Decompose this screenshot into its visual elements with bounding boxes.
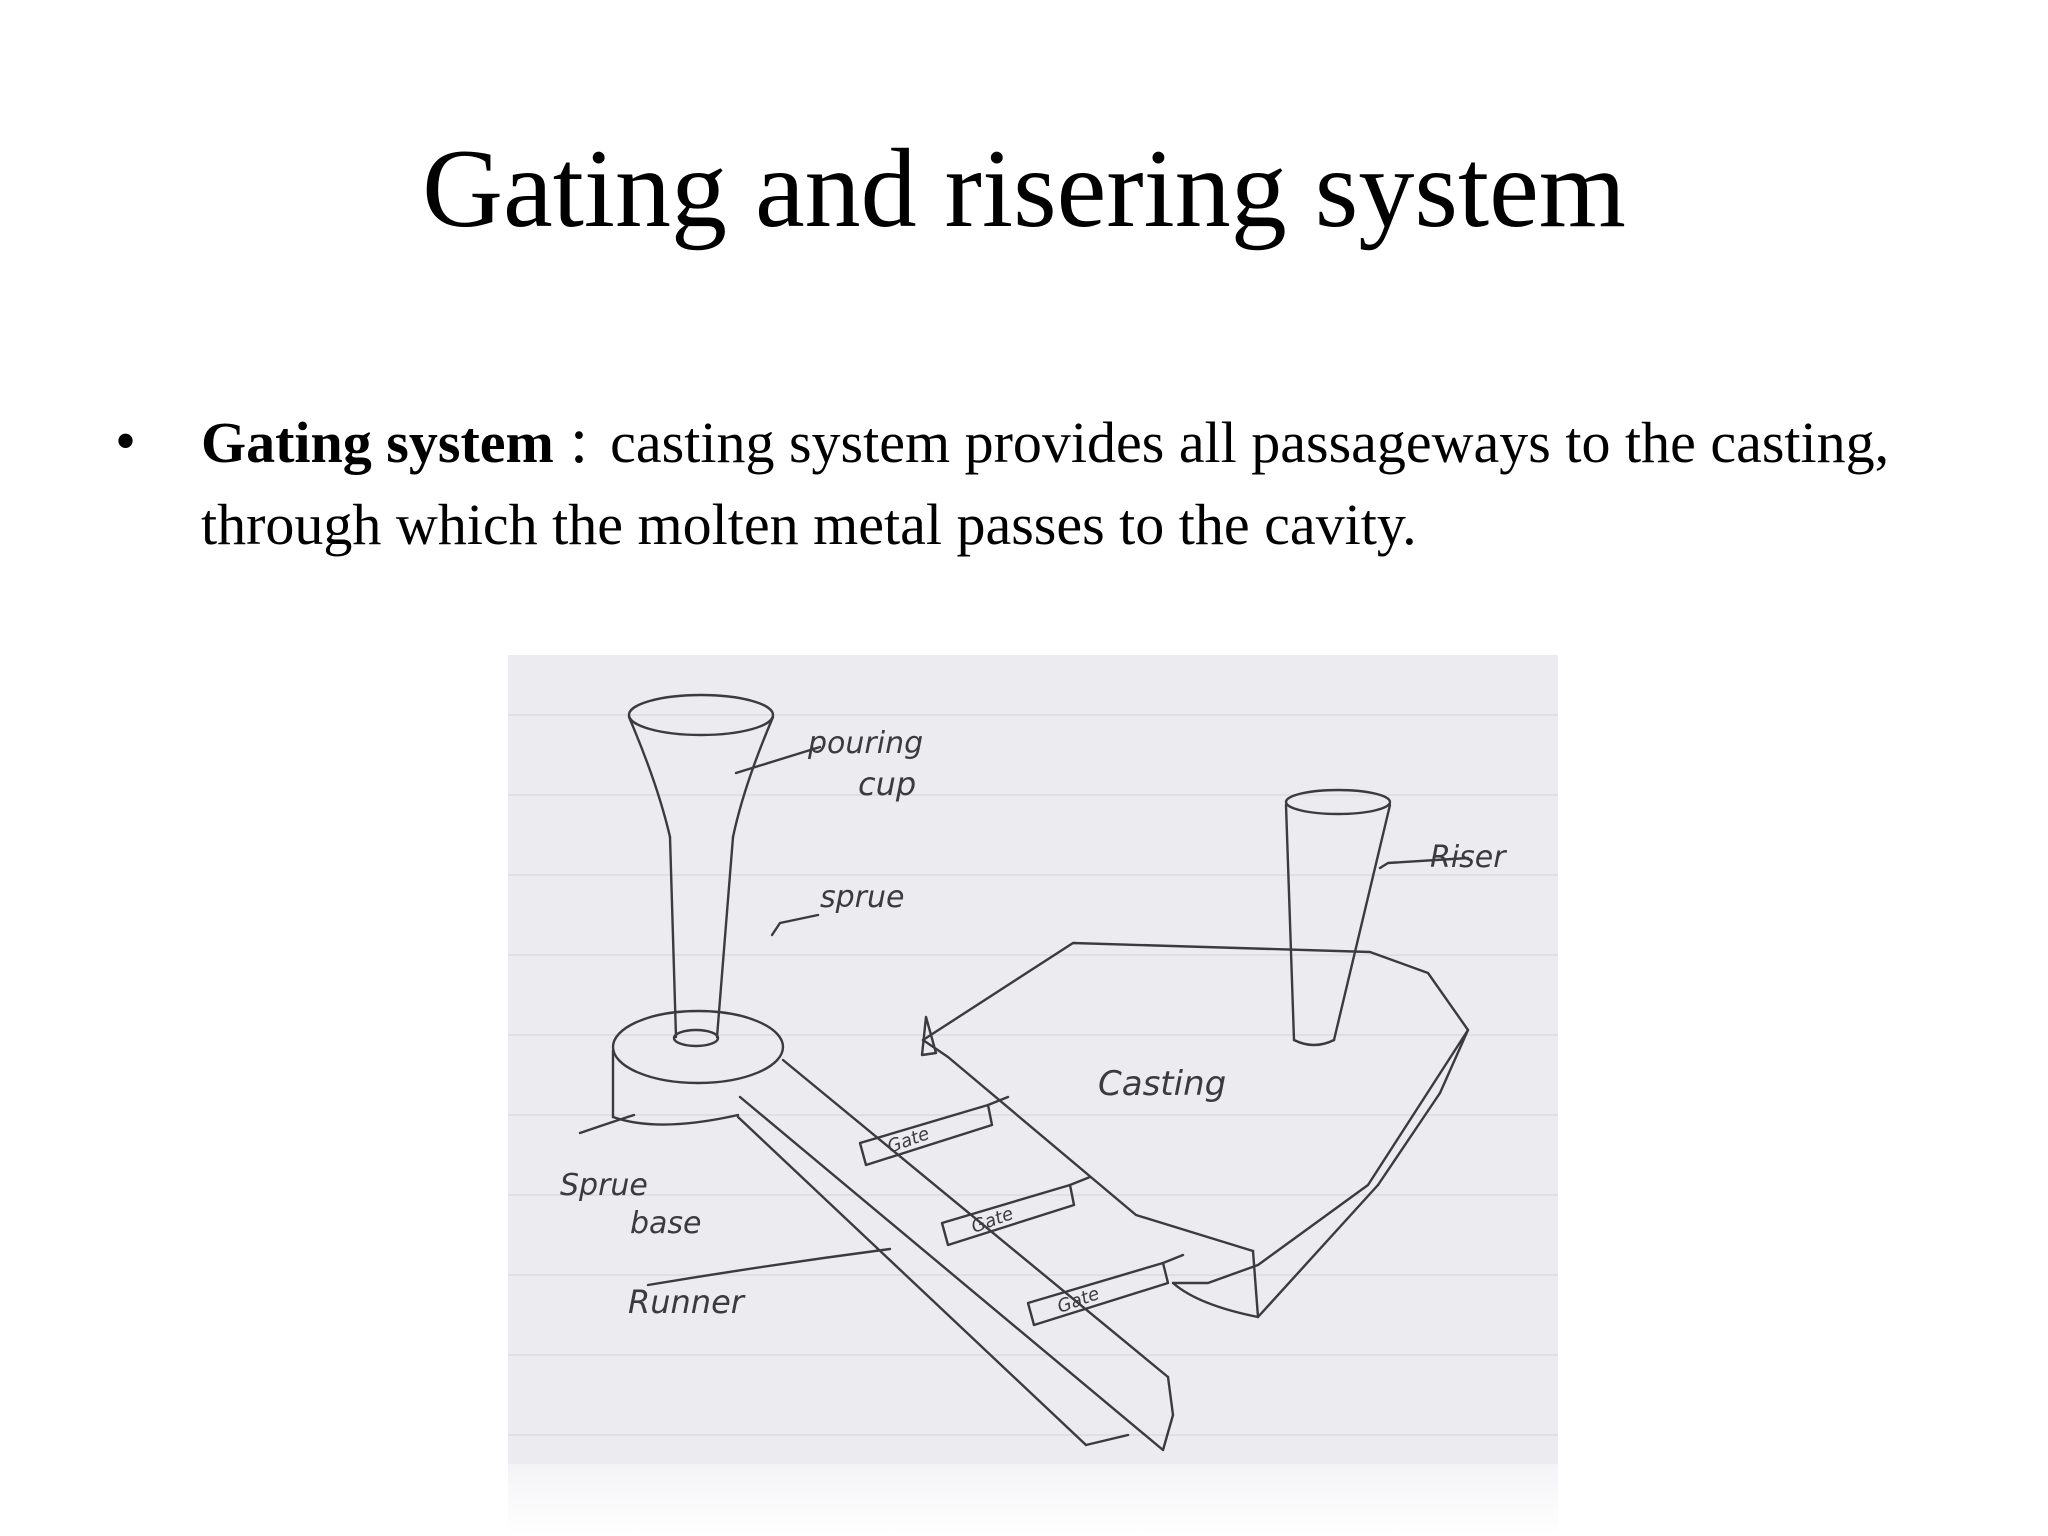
label-pouring-cup-line1: pouring [807,726,923,761]
label-casting: Casting [1098,1064,1226,1104]
sprue-shape [668,835,735,1048]
bullet-term: Gating system [201,410,554,475]
slide-title: Gating and risering system [422,127,1626,251]
bullet-description: casting system provides all passageways … [201,410,1890,557]
riser-shape [1284,788,1392,1047]
label-sprue-base-line1: Sprue [560,1168,648,1203]
casting-shape [920,941,1470,1319]
figure-bottom-fade [508,1464,1558,1536]
gating-system-sketch: pouring cup sprue Riser Casting Gate Gat… [508,655,1558,1464]
label-sprue-base-line2: base [630,1206,702,1241]
bullet-marker: • [115,408,137,474]
bullet-separator: : [569,404,589,477]
label-leaders [578,745,1470,1287]
label-pouring-cup-line2: cup [858,765,916,803]
label-riser: Riser [1430,840,1507,875]
gate-shapes [858,1095,1185,1327]
label-sprue: sprue [820,880,904,915]
bullet-text: Gating system:casting system provides al… [201,400,2001,566]
runner-shape [736,1058,1175,1452]
label-runner: Runner [628,1283,746,1321]
sprue-base-shape [611,1009,785,1126]
pouring-cup-shape [627,693,775,839]
